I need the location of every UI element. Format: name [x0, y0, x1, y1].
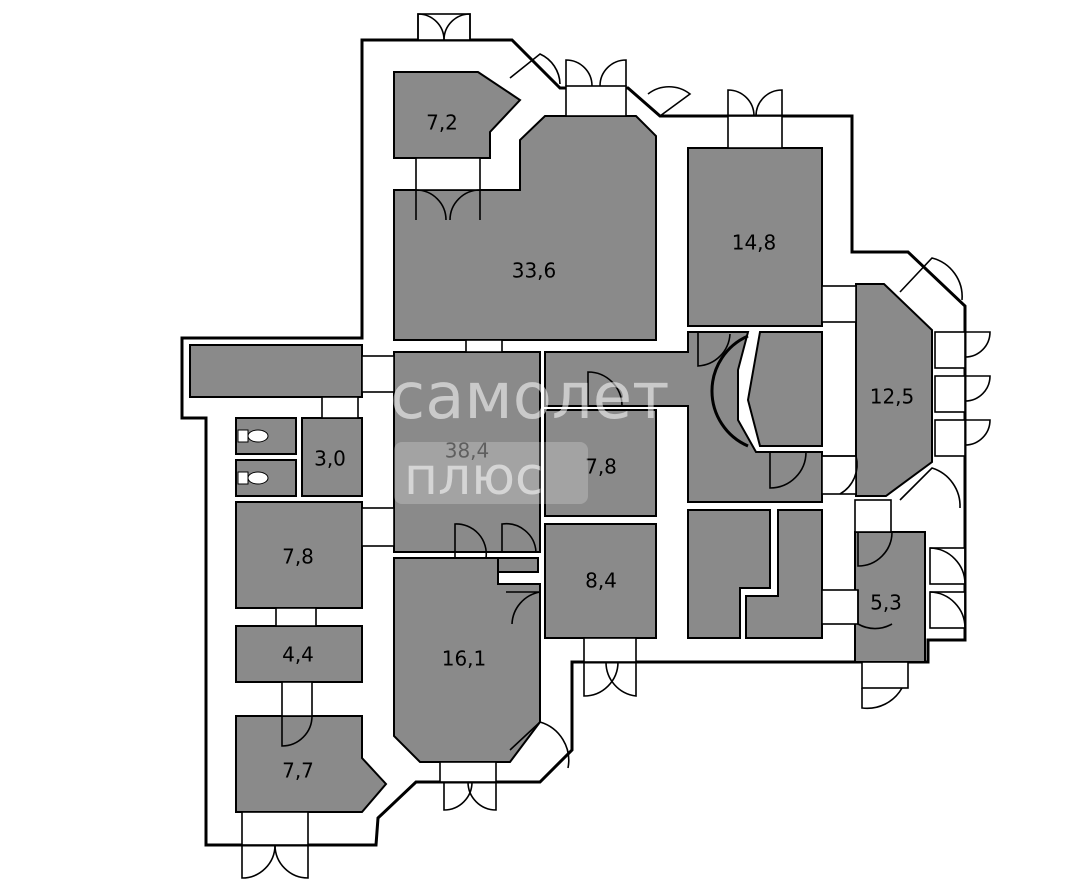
closet-small	[497, 557, 539, 573]
door-swings	[241, 13, 991, 879]
room-label-7-8-left: 7,8	[282, 545, 314, 569]
room-7-8-center[interactable]	[544, 409, 657, 517]
window-right-5	[929, 591, 966, 629]
door-frame-bottom-mid	[439, 761, 497, 783]
room-label-4-4: 4,4	[282, 643, 314, 667]
door-frame-4-4	[275, 607, 317, 627]
room-label-14-8: 14,8	[732, 231, 777, 255]
watermark-brand-box	[394, 442, 588, 504]
door-frame-bottom-right	[861, 661, 909, 689]
door-frame-7-7	[281, 681, 313, 717]
room-lower-right-b	[745, 509, 823, 639]
door-frame-right-lower	[821, 589, 859, 625]
room-33-6[interactable]	[393, 115, 657, 341]
room-14-8[interactable]	[687, 147, 823, 327]
corridor-left	[189, 344, 363, 398]
door-frame-14-8-top	[727, 115, 783, 149]
room-label-8-4: 8,4	[585, 569, 617, 593]
door-frame-3-0	[321, 396, 359, 419]
room-lower-right-a	[687, 509, 771, 639]
toilet-icon-2	[237, 471, 269, 485]
room-label-7-2: 7,2	[426, 111, 458, 135]
outer-wall	[180, 38, 967, 847]
room-label-12-5: 12,5	[870, 385, 915, 409]
room-label-7-8-center: 7,8	[585, 455, 617, 479]
window-right-4	[929, 547, 966, 585]
room-8-4[interactable]	[544, 523, 657, 639]
window-right-2	[934, 375, 966, 413]
room-label-5-3: 5,3	[870, 591, 902, 615]
room-label-33-6: 33,6	[512, 259, 557, 283]
door-frame-top-mid	[565, 85, 627, 117]
corridor-center	[544, 331, 823, 503]
room-3-0[interactable]	[301, 417, 363, 497]
door-frame-7-2	[415, 157, 481, 191]
watermark-brand-bottom: плюс	[404, 447, 544, 507]
watermark-corner: циан	[806, 745, 905, 789]
door-frame-5-3-top	[854, 499, 892, 533]
room-label-38-4: 38,4	[445, 439, 490, 463]
room-curved	[746, 331, 823, 447]
door-frame-corridor	[361, 355, 395, 393]
door-frame-bottom-left	[241, 811, 309, 846]
room-label-7-7: 7,7	[282, 759, 314, 783]
room-5-3[interactable]	[854, 531, 926, 663]
room-4-4[interactable]	[235, 625, 363, 683]
window-right-1	[934, 331, 966, 369]
window-right-3	[934, 419, 966, 457]
door-frame-8-4	[583, 637, 637, 663]
room-7-2[interactable]	[393, 71, 522, 159]
room-label-16-1: 16,1	[442, 647, 487, 671]
door-frame-33-6	[465, 339, 503, 353]
door-frame-right-mid	[821, 455, 857, 495]
room-label-3-0: 3,0	[314, 447, 346, 471]
door-frame-14-8-right	[821, 285, 857, 323]
watermark-brand-top: самолет	[390, 360, 669, 434]
toilet-icon-1	[237, 429, 269, 443]
room-7-7[interactable]	[235, 715, 388, 813]
room-12-5[interactable]	[855, 283, 933, 497]
door-frame-7-8-left	[361, 507, 395, 547]
